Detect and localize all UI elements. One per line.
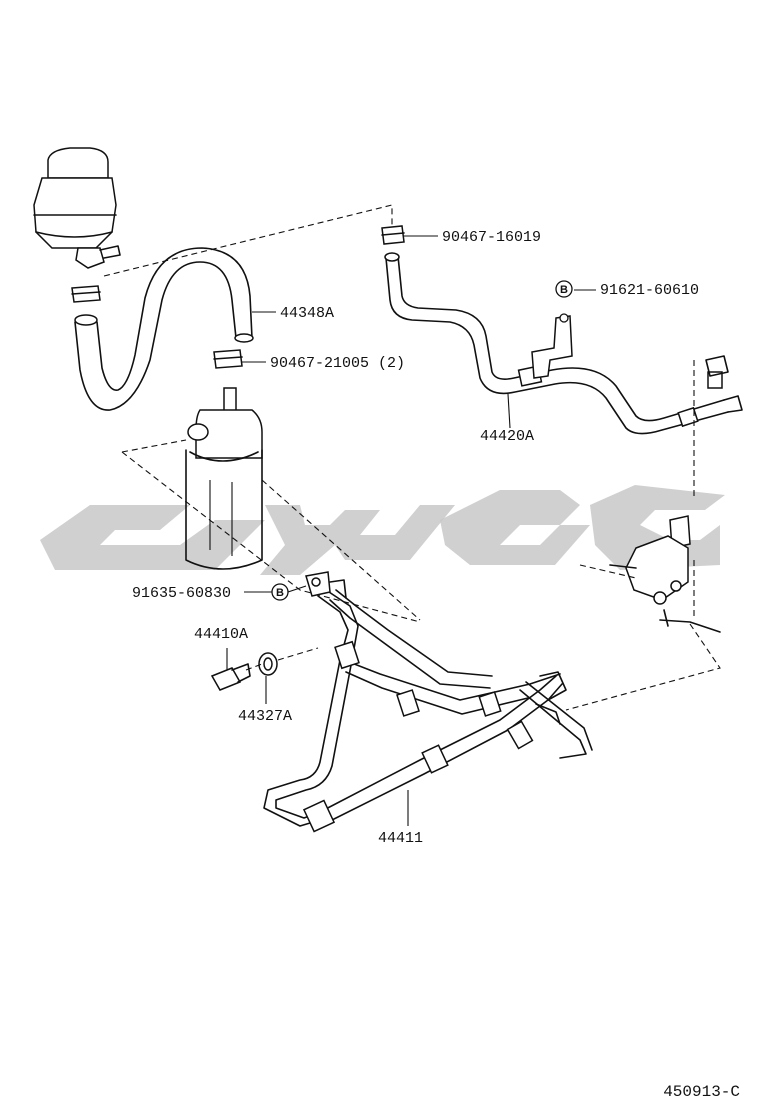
leader-line bbox=[121, 451, 421, 623]
figure-reference: 450913-C bbox=[663, 1083, 740, 1101]
reservoir-tank bbox=[33, 147, 121, 269]
clamp-icon bbox=[71, 285, 101, 303]
return-tube-44420a bbox=[384, 252, 743, 435]
hose-44348a bbox=[74, 247, 254, 411]
union-bolt-icon bbox=[210, 663, 251, 691]
bolt-marker-icon: B bbox=[271, 583, 289, 601]
leader-line bbox=[121, 439, 187, 453]
part-label-44411[interactable]: 44411 bbox=[378, 830, 423, 847]
part-label-91621-60610[interactable]: 91621-60610 bbox=[600, 282, 699, 299]
part-label-90467-21005[interactable]: 90467-21005 (2) bbox=[270, 355, 405, 372]
part-label-44420a[interactable]: 44420A bbox=[480, 428, 534, 445]
steering-gear bbox=[609, 515, 721, 633]
leader-line bbox=[103, 204, 393, 277]
bracket-icon bbox=[531, 313, 573, 379]
pump-canister bbox=[185, 387, 263, 570]
leader-line bbox=[277, 647, 319, 661]
bolt-marker-icon: B bbox=[555, 280, 573, 298]
part-label-44348a[interactable]: 44348A bbox=[280, 305, 334, 322]
gasket-icon bbox=[258, 652, 278, 676]
part-label-44410a[interactable]: 44410A bbox=[194, 626, 248, 643]
leader-line bbox=[507, 393, 511, 429]
watermark-logo bbox=[40, 485, 725, 575]
part-label-90467-16019[interactable]: 90467-16019 bbox=[442, 229, 541, 246]
clamp-icon bbox=[213, 349, 243, 369]
return-pipe bbox=[305, 571, 493, 689]
leader-line bbox=[261, 479, 421, 621]
svg-text:B: B bbox=[560, 284, 568, 296]
leader-line bbox=[245, 663, 263, 671]
part-label-91635-60830[interactable]: 91635-60830 bbox=[132, 585, 231, 602]
clamp-icon bbox=[381, 225, 405, 245]
leader-line bbox=[565, 623, 721, 711]
svg-text:B: B bbox=[276, 587, 284, 599]
part-label-44327a[interactable]: 44327A bbox=[238, 708, 292, 725]
leader-line bbox=[287, 585, 307, 593]
pressure-tube-44411 bbox=[263, 589, 593, 833]
